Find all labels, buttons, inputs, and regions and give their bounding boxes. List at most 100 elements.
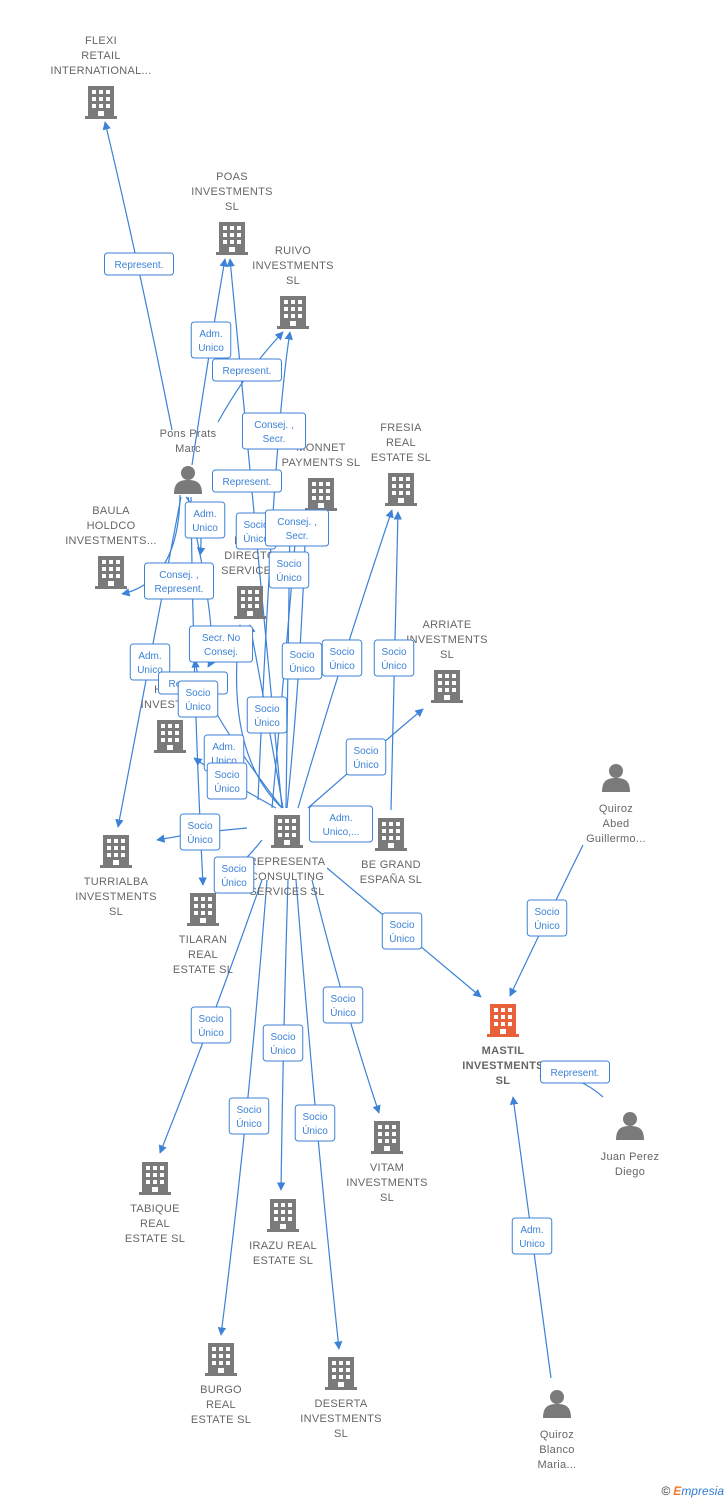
edge-label-box xyxy=(262,1024,304,1062)
edge-label-pons-to-repdir[interactable]: Adm.Unico xyxy=(184,501,226,539)
edge-label-box xyxy=(144,562,214,600)
edge-label-text: Socio xyxy=(276,559,301,570)
edge-label-text: Socio xyxy=(534,907,559,918)
nodes-layer: FLEXIRETAILINTERNATIONAL...POASINVESTMEN… xyxy=(50,35,659,1471)
edge-label-pons-to-monnet[interactable]: Represent. xyxy=(212,469,282,493)
empresia-watermark[interactable]: ©Empresia xyxy=(661,1484,724,1498)
edge-label-text: Único xyxy=(289,662,315,675)
building-icon xyxy=(487,1004,519,1037)
node-label-line: BAULA xyxy=(92,505,130,517)
edge-label-text: Único xyxy=(534,919,560,932)
edge-label-pons-to-baula[interactable]: Consej. ,Represent. xyxy=(144,562,214,600)
building-icon xyxy=(95,556,127,589)
edge-label-text: Socio xyxy=(381,647,406,658)
edge-label-text: Represent. xyxy=(223,366,272,377)
edge-label-repcon-to-begrand[interactable]: Adm.Unico,... xyxy=(308,805,374,843)
edge-label-box xyxy=(511,1217,553,1255)
edge-label-pons-to-flexi[interactable]: Represent. xyxy=(104,252,174,276)
edge-label-box xyxy=(373,639,415,677)
edge-label-text: Unico,... xyxy=(323,827,360,838)
edge-label-text: Socio xyxy=(187,821,212,832)
node-baula[interactable]: BAULAHOLDCOINVESTMENTS... xyxy=(65,505,157,589)
edge-label-pons-to-poas[interactable]: Adm.Unico xyxy=(190,321,232,359)
node-label-line: SERVICES xyxy=(221,565,279,577)
edge-label-text: Socio xyxy=(198,1014,223,1025)
person-icon xyxy=(602,764,630,792)
edge-label-text: Unico xyxy=(137,665,163,676)
node-label-line: Blanco xyxy=(539,1444,574,1456)
edge-label-text: Secr. xyxy=(286,531,309,542)
edge-label-text: Unico xyxy=(192,523,218,534)
edge-label-box xyxy=(212,469,282,493)
edge-label-text: Socio xyxy=(330,994,355,1005)
edge-label-repcon-to-monnet[interactable]: Consej. ,Secr. xyxy=(264,509,330,547)
node-label-line: ESTATE SL xyxy=(253,1255,313,1267)
edge-label-pons-to-ruivo[interactable]: Represent. xyxy=(212,358,282,382)
building-icon xyxy=(139,1162,171,1195)
edge-label-text: Único xyxy=(221,876,247,889)
building-icon xyxy=(234,586,266,619)
edge-label-juan-to-mastil[interactable]: Represent. xyxy=(540,1060,610,1084)
edge-label-repcon-to-repdir[interactable]: Adm.Unico xyxy=(203,734,245,772)
edge-label-text: Adm. xyxy=(138,651,161,662)
node-label-line: INVESTMENTS xyxy=(406,634,488,646)
building-icon xyxy=(267,1199,299,1232)
node-label-line: BE GRAND xyxy=(361,859,421,871)
node-quiroza[interactable]: QuirozAbedGuillermo... xyxy=(586,764,646,845)
edge-label-text: Socio xyxy=(302,1112,327,1123)
node-label-line: SL xyxy=(334,1428,348,1440)
node-label-line: TABIQUE xyxy=(130,1203,180,1215)
edge-label-box xyxy=(206,762,248,800)
node-quirozb[interactable]: QuirozBlancoMaria... xyxy=(537,1390,576,1471)
edge-label-quirozb-to-mastil[interactable]: Adm.Unico xyxy=(511,1217,553,1255)
node-label-line: Quiroz xyxy=(599,803,633,815)
edge-label-repcon-to-ruivo[interactable]: Consej. ,Secr. xyxy=(241,412,307,450)
edge-label-text: Único xyxy=(243,532,269,545)
edge-label-box xyxy=(129,643,171,681)
node-label-line: REAL xyxy=(206,1399,236,1411)
node-label-line: TILARAN xyxy=(179,934,228,946)
node-label-line: PAYMENTS SL xyxy=(282,457,361,469)
node-label-line: POAS xyxy=(216,171,248,183)
edge-label-pons-to-turrialba[interactable]: Adm. Unico xyxy=(129,643,171,681)
edge-label-text: Socio xyxy=(254,704,279,715)
edge-label-text: Socio xyxy=(214,770,239,781)
node-flexi[interactable]: FLEXIRETAILINTERNATIONAL... xyxy=(50,35,151,119)
edge-label-text: Único xyxy=(236,1117,262,1130)
